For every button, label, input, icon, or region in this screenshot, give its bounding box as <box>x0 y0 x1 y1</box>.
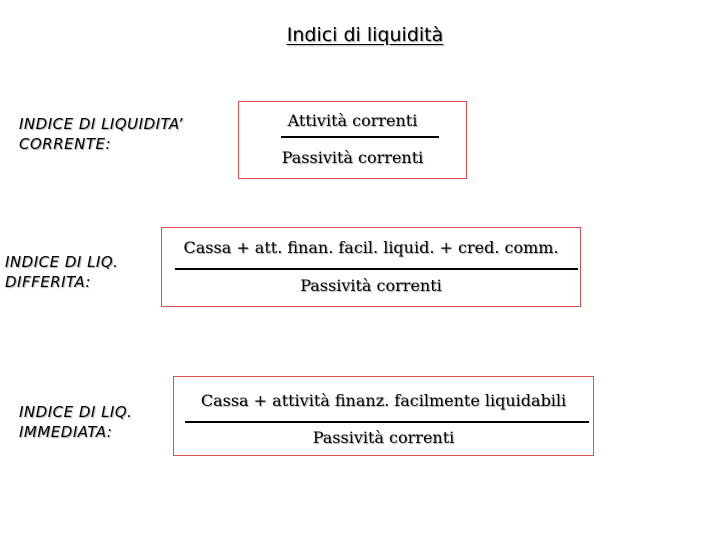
index-label-differita: INDICE DI LIQ. DIFFERITA: <box>5 252 118 292</box>
formula-box-immediata: Cassa + attività finanz. facilmente liqu… <box>173 376 594 456</box>
formula-denominator: Passività correnti <box>281 148 424 167</box>
index-label-line1: INDICE DI LIQUIDITA’ <box>19 115 183 133</box>
formula-numerator: Cassa + att. finan. facil. liquid. + cre… <box>183 238 559 257</box>
index-label-line2: IMMEDIATA: <box>19 423 113 441</box>
fraction-bar <box>175 268 578 270</box>
formula-denominator: Passività correnti <box>300 276 442 295</box>
formula-numerator: Attività correnti <box>287 111 418 130</box>
index-label-line2: CORRENTE: <box>19 135 112 153</box>
index-label-corrente: INDICE DI LIQUIDITA’ CORRENTE: <box>19 114 183 154</box>
index-label-line1: INDICE DI LIQ. <box>19 403 133 421</box>
page-title: Indici di liquidità <box>286 24 444 46</box>
formula-numerator: Cassa + attività finanz. facilmente liqu… <box>200 391 567 410</box>
index-label-line2: DIFFERITA: <box>5 273 91 291</box>
index-label-line1: INDICE DI LIQ. <box>5 253 119 271</box>
index-label-immediata: INDICE DI LIQ. IMMEDIATA: <box>19 402 132 442</box>
fraction-bar <box>281 136 439 138</box>
formula-box-corrente: Attività correnti Passività correnti <box>238 101 467 179</box>
formula-denominator: Passività correnti <box>312 428 455 447</box>
fraction-bar <box>185 421 589 423</box>
formula-box-differita: Cassa + att. finan. facil. liquid. + cre… <box>161 227 581 307</box>
